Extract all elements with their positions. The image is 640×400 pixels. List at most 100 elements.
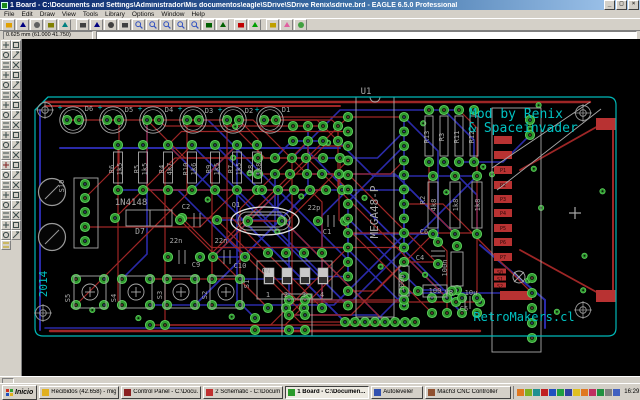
menu-library[interactable]: Library <box>105 10 125 18</box>
maximize-button[interactable]: □ <box>616 0 627 10</box>
svg-text:D3: D3 <box>205 107 213 115</box>
tool-signal-icon[interactable] <box>1 200 11 210</box>
tray-icon-2[interactable] <box>533 388 541 396</box>
script-icon[interactable] <box>58 18 71 31</box>
zoom-select-icon[interactable] <box>188 18 201 31</box>
tool-errors-icon[interactable] <box>1 240 11 250</box>
tool-replace-icon[interactable] <box>11 110 21 120</box>
tool-delete-icon[interactable] <box>1 100 11 110</box>
menu-window[interactable]: Window <box>161 10 185 18</box>
tray-icon-1[interactable] <box>525 388 533 396</box>
print-icon[interactable] <box>30 18 43 31</box>
task-button-5[interactable]: Mach3 CNC Controller <box>425 385 512 399</box>
open-folder-icon[interactable] <box>2 18 15 31</box>
tool-gateswap-icon[interactable] <box>1 120 11 130</box>
svg-text:R5: R5 <box>133 165 141 173</box>
tray-icon-12[interactable] <box>613 388 621 396</box>
tool-drc-icon[interactable] <box>11 220 21 230</box>
tool-optimize-icon[interactable] <box>1 150 11 160</box>
tool-split-icon[interactable] <box>11 140 21 150</box>
tool-pinswap-icon[interactable] <box>1 110 11 120</box>
task-button-3[interactable]: 1 Board - C:\Documen... <box>285 385 370 399</box>
tool-show-icon[interactable] <box>11 40 21 50</box>
tool-change-icon[interactable] <box>11 80 21 90</box>
tool-via-icon[interactable] <box>11 190 21 200</box>
tool-drill-icon[interactable] <box>11 230 21 240</box>
tool-group-icon[interactable] <box>1 80 11 90</box>
tool-cut-icon[interactable] <box>1 90 11 100</box>
tray-icon-9[interactable] <box>589 388 597 396</box>
help-icon[interactable] <box>266 18 279 31</box>
tray-icon-7[interactable] <box>573 388 581 396</box>
tool-lock-icon[interactable] <box>1 230 11 240</box>
start-button[interactable]: Inicio <box>2 384 38 400</box>
redo-icon[interactable] <box>216 18 229 31</box>
tray-icon-6[interactable] <box>565 388 573 396</box>
grid-icon[interactable] <box>104 18 117 31</box>
zoom-fit-icon[interactable] <box>132 18 145 31</box>
tool-move-icon[interactable] <box>1 60 11 70</box>
menu-draw[interactable]: Draw <box>39 10 55 18</box>
tool-name-icon[interactable] <box>11 120 21 130</box>
minimize-button[interactable]: _ <box>604 0 615 10</box>
task-button-4[interactable]: Autoleveler <box>371 385 424 399</box>
tray-icon-8[interactable] <box>581 388 589 396</box>
tray-icon-4[interactable] <box>549 388 557 396</box>
tool-arc-icon[interactable] <box>1 180 11 190</box>
tool-rect-icon[interactable] <box>11 180 21 190</box>
svg-text:S2: S2 <box>497 284 503 290</box>
export-image-icon[interactable] <box>44 18 57 31</box>
undo-icon[interactable] <box>202 18 215 31</box>
menu-edit[interactable]: Edit <box>21 10 33 18</box>
close-button[interactable]: × <box>628 0 639 10</box>
tool-info-icon[interactable] <box>1 40 11 50</box>
svg-text:3: 3 <box>302 291 306 299</box>
menu-tools[interactable]: Tools <box>82 10 99 18</box>
tool-copy-icon[interactable] <box>11 60 21 70</box>
zoom-out-icon[interactable] <box>160 18 173 31</box>
menu-options[interactable]: Options <box>131 10 155 18</box>
menu-view[interactable]: View <box>61 10 76 18</box>
tool-auto-icon[interactable] <box>11 210 21 220</box>
tool-value-icon[interactable] <box>1 130 11 140</box>
tool-ratsnest-icon[interactable] <box>1 210 11 220</box>
task-button-0[interactable]: Recibidos (42.658) - mig... <box>39 385 120 399</box>
tray-icon-0[interactable] <box>517 388 525 396</box>
sheet-icon[interactable] <box>90 18 103 31</box>
menu-file[interactable]: File <box>4 10 15 18</box>
tray-icon-3[interactable] <box>541 388 549 396</box>
tool-miter-icon[interactable] <box>1 140 11 150</box>
tool-circle-icon[interactable] <box>11 170 21 180</box>
tray-icon-11[interactable] <box>605 388 613 396</box>
user-button-1-icon[interactable] <box>280 18 293 31</box>
task-button-1[interactable]: Control Panel - C:\Docu... <box>121 385 202 399</box>
task-button-2[interactable]: 2 Schematic - C:\Docume... <box>203 385 284 399</box>
tool-ripup-icon[interactable] <box>1 160 11 170</box>
tool-wire-icon[interactable] <box>11 160 21 170</box>
tool-polygon-icon[interactable] <box>1 190 11 200</box>
go-icon[interactable] <box>248 18 261 31</box>
tool-text-icon[interactable] <box>1 170 11 180</box>
tool-route-icon[interactable] <box>11 150 21 160</box>
layer-icon[interactable] <box>118 18 131 31</box>
user-button-2-icon[interactable] <box>294 18 307 31</box>
tool-paste-icon[interactable] <box>11 90 21 100</box>
tool-mark-icon[interactable] <box>11 50 21 60</box>
tray-icon-10[interactable] <box>597 388 605 396</box>
tool-erc-icon[interactable] <box>1 220 11 230</box>
stop-icon[interactable] <box>234 18 247 31</box>
tool-smash-icon[interactable] <box>11 130 21 140</box>
tool-display-icon[interactable] <box>1 50 11 60</box>
tool-add-icon[interactable] <box>11 100 21 110</box>
svg-text:P3: P3 <box>500 197 506 203</box>
zoom-redraw-icon[interactable] <box>174 18 187 31</box>
tool-hole-icon[interactable] <box>11 200 21 210</box>
tray-icon-5[interactable] <box>557 388 565 396</box>
save-icon[interactable] <box>16 18 29 31</box>
upward-icon[interactable] <box>76 18 89 31</box>
tool-mirror-icon[interactable] <box>1 70 11 80</box>
tool-rotate-icon[interactable] <box>11 70 21 80</box>
menu-help[interactable]: Help <box>191 10 205 18</box>
zoom-in-icon[interactable] <box>146 18 159 31</box>
